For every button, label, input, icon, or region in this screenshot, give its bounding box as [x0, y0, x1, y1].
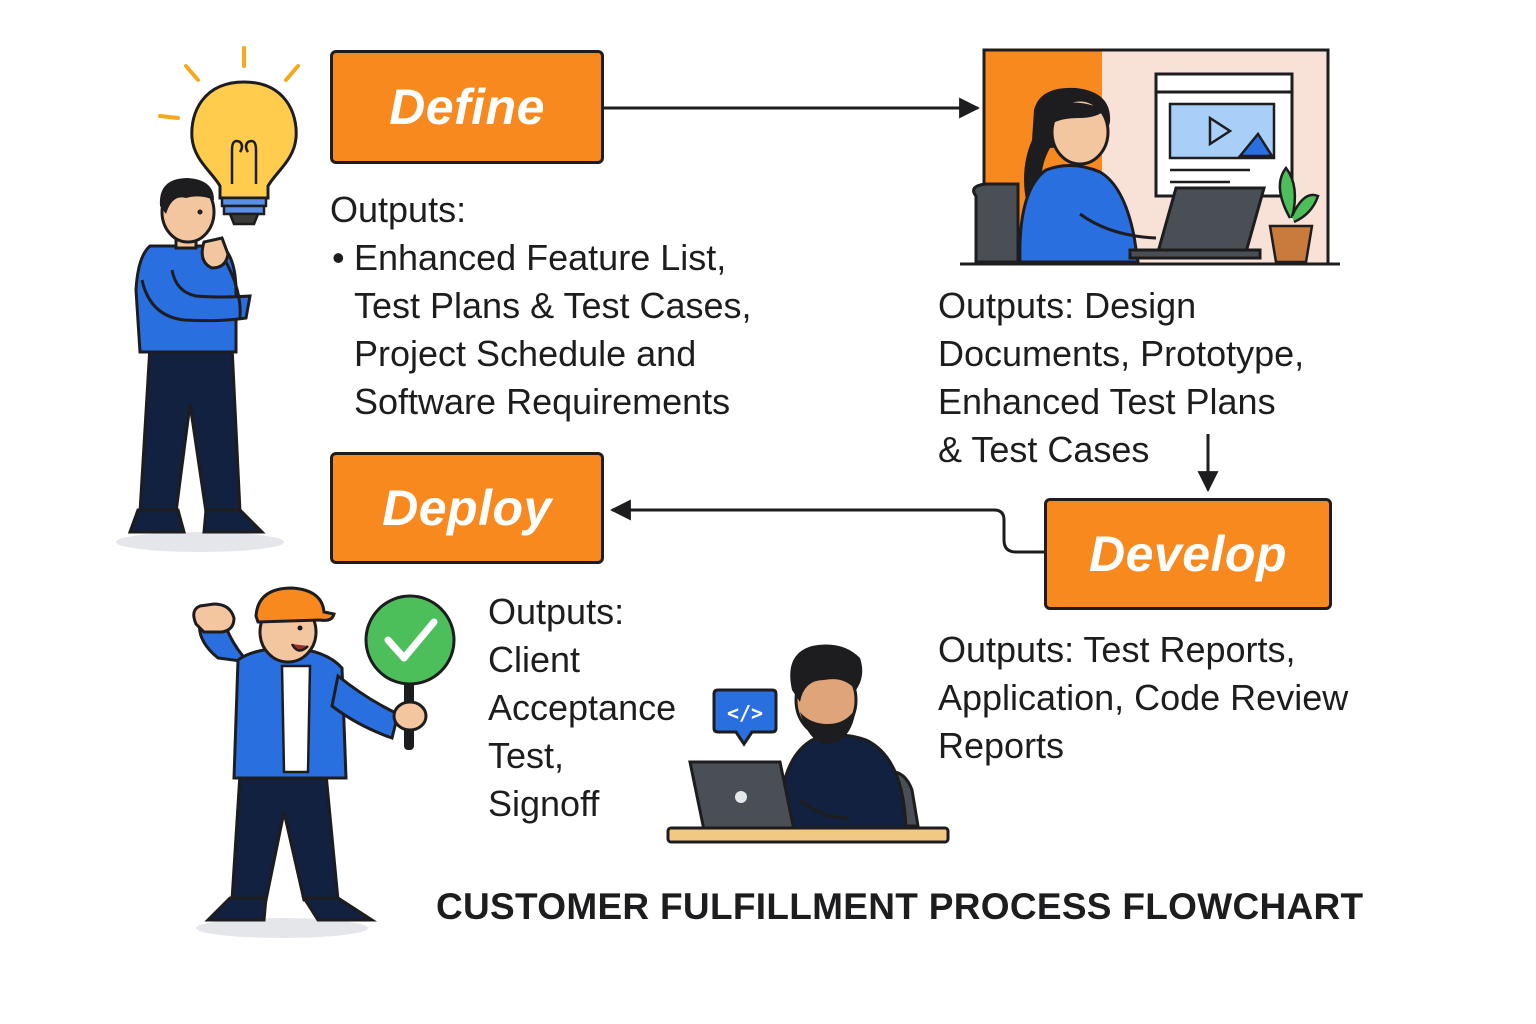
- stage-define-box: Define: [330, 50, 604, 164]
- define-outputs-heading: Outputs:: [330, 189, 467, 230]
- define-output-line: Test Plans & Test Cases,: [354, 285, 752, 326]
- design-output-line: Outputs: Design: [938, 285, 1197, 326]
- stage-develop-box: Develop: [1044, 498, 1332, 610]
- design-output-line: & Test Cases: [938, 429, 1150, 470]
- develop-outputs: Outputs: Test Reports, Application, Code…: [938, 626, 1408, 770]
- code-badge-icon: </>: [712, 688, 778, 747]
- define-outputs: Outputs: Enhanced Feature List, Test Pla…: [330, 186, 810, 426]
- define-outputs-list: Enhanced Feature List, Test Plans & Test…: [330, 234, 810, 426]
- deploy-output-line: Test,: [488, 735, 565, 776]
- deploy-output-line: Client: [488, 639, 581, 680]
- thinking-person-with-lightbulb-icon: [116, 46, 300, 552]
- deploy-outputs: Outputs: Client Acceptance Test, Signoff: [488, 588, 718, 828]
- define-output-line: Enhanced Feature List,: [330, 234, 810, 282]
- code-badge-text: </>: [727, 701, 763, 725]
- developer-at-laptop-icon: [666, 644, 950, 844]
- stage-define-label: Define: [389, 79, 545, 135]
- develop-output-line: Reports: [938, 725, 1065, 766]
- stage-develop-label: Develop: [1088, 526, 1287, 582]
- design-output-line: Enhanced Test Plans: [938, 381, 1276, 422]
- celebrating-worker-with-check-sign-icon: [192, 586, 456, 938]
- design-outputs: Outputs: Design Documents, Prototype, En…: [938, 282, 1378, 474]
- define-output-line: Project Schedule and: [354, 333, 697, 374]
- deploy-output-line: Signoff: [488, 783, 600, 824]
- stage-deploy-label: Deploy: [382, 480, 552, 536]
- design-output-line: Documents, Prototype,: [938, 333, 1305, 374]
- arrow-develop-to-deploy: [609, 499, 1044, 554]
- deploy-output-line: Outputs:: [488, 591, 625, 632]
- develop-output-line: Application, Code Review: [938, 677, 1349, 718]
- deploy-output-line: Acceptance: [488, 687, 677, 728]
- define-output-line: Software Requirements: [354, 381, 731, 422]
- stage-deploy-box: Deploy: [330, 452, 604, 564]
- develop-output-line: Outputs: Test Reports,: [938, 629, 1296, 670]
- flowchart-title: CUSTOMER FULFILLMENT PROCESS FLOWCHART: [436, 886, 1364, 927]
- designer-at-laptop-icon: [960, 48, 1340, 266]
